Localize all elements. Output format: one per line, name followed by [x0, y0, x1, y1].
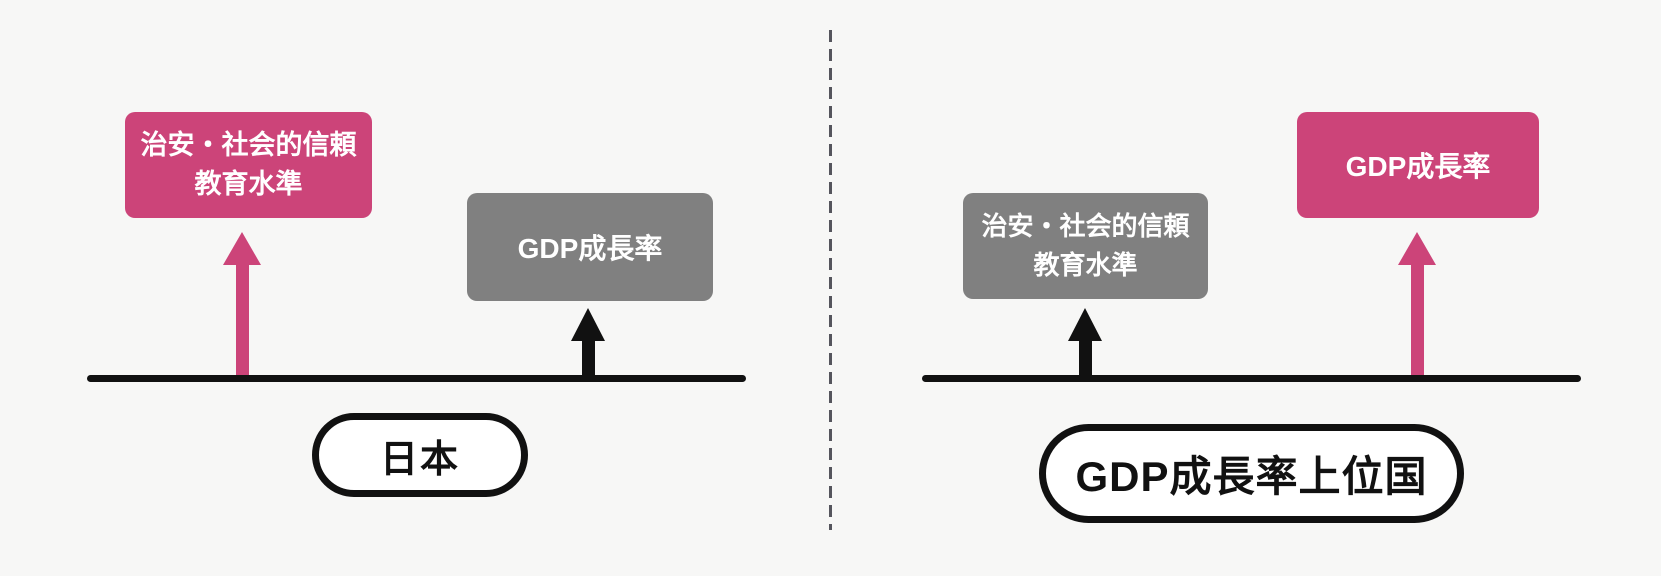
baseline [922, 375, 1581, 382]
panel-label-text: GDP成長率上位国 [1075, 453, 1428, 500]
factor-box-gdp-growth: GDP成長率 [467, 193, 713, 301]
arrow-head [571, 308, 605, 341]
arrow-shaft [1411, 262, 1424, 378]
dashed-divider-line [829, 30, 832, 530]
factor-label-line2: 教育水準 [1033, 250, 1138, 280]
panel-label-japan: 日本 [312, 413, 528, 497]
panel-label-gdp-top-countries: GDP成長率上位国 [1039, 424, 1464, 523]
baseline [87, 375, 746, 382]
arrow-head [1398, 232, 1436, 265]
arrow-shaft [236, 262, 249, 378]
arrow-head [1068, 308, 1102, 341]
factor-label-line1: GDP成長率 [517, 233, 663, 264]
panel-label-text: 日本 [379, 438, 460, 481]
arrow-head [223, 232, 261, 265]
arrow-shaft [1079, 338, 1092, 378]
factor-label-line2: 教育水準 [194, 169, 303, 199]
factor-box-gdp-growth: GDP成長率 [1297, 112, 1539, 218]
factor-label-line1: 治安・社会的信頼 [981, 211, 1190, 241]
arrow-shaft [582, 338, 595, 378]
factor-label-line1: 治安・社会的信頼 [140, 129, 357, 160]
factor-box-safety-education: 治安・社会的信頼 教育水準 [125, 112, 372, 218]
factor-box-safety-education: 治安・社会的信頼 教育水準 [963, 193, 1208, 299]
factor-label-line1: GDP成長率 [1345, 151, 1491, 182]
